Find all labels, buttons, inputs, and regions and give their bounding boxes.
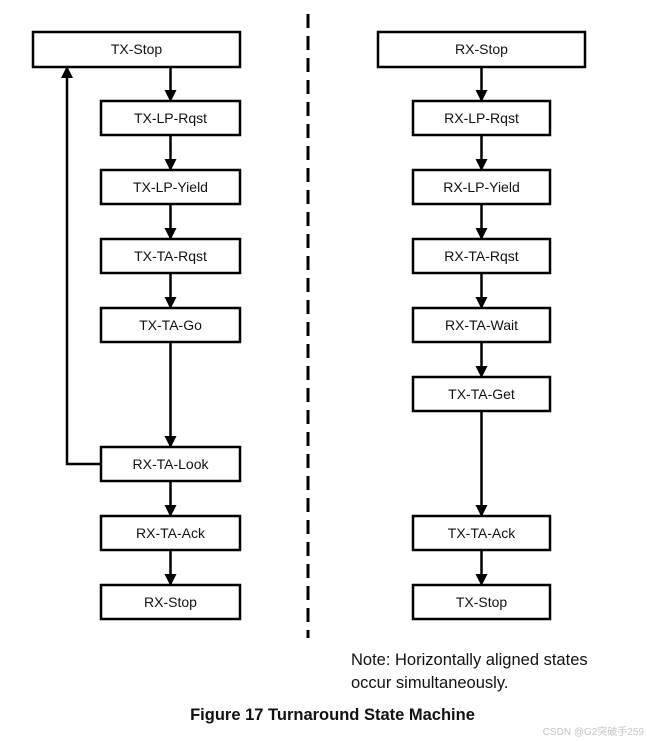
note-line-2: occur simultaneously. xyxy=(351,674,509,692)
state-label: RX-TA-Wait xyxy=(445,317,518,333)
state-label: RX-LP-Yield xyxy=(443,179,520,195)
state-label: RX-TA-Rqst xyxy=(444,248,519,264)
state-right-tx-ta-get: TX-TA-Get xyxy=(411,375,552,413)
state-label: RX-LP-Rqst xyxy=(444,110,519,126)
state-left-rx-ta-look: RX-TA-Look xyxy=(99,445,242,483)
state-left-tx-lp-yield: TX-LP-Yield xyxy=(99,168,242,206)
state-right-rx-ta-rqst: RX-TA-Rqst xyxy=(411,237,552,275)
state-label: TX-Stop xyxy=(456,594,508,610)
state-left-rx-ta-ack: RX-TA-Ack xyxy=(99,514,242,552)
state-label: TX-TA-Rqst xyxy=(134,248,207,264)
arrow-rx-ta-look-to-tx-stop-feedback xyxy=(61,66,101,466)
state-label: RX-TA-Look xyxy=(133,456,210,472)
figure-caption: Figure 17 Turnaround State Machine xyxy=(190,706,475,724)
state-right-tx-ta-ack: TX-TA-Ack xyxy=(411,514,552,552)
state-label: TX-Stop xyxy=(111,41,163,57)
state-right-rx-stop: RX-Stop xyxy=(376,30,587,69)
state-right-rx-lp-yield: RX-LP-Yield xyxy=(411,168,552,206)
state-label: RX-Stop xyxy=(144,594,197,610)
state-left-tx-stop: TX-Stop xyxy=(31,30,242,69)
state-label: TX-TA-Go xyxy=(139,317,202,333)
state-label: TX-TA-Get xyxy=(448,386,515,402)
state-left-tx-lp-rqst: TX-LP-Rqst xyxy=(99,99,242,137)
alignment-note: Note: Horizontally aligned states occur … xyxy=(351,649,641,695)
state-label: TX-TA-Ack xyxy=(448,525,516,541)
state-left-tx-ta-go: TX-TA-Go xyxy=(99,306,242,344)
state-right-tx-stop: TX-Stop xyxy=(411,583,552,621)
state-label: TX-LP-Rqst xyxy=(134,110,207,126)
state-label: RX-Stop xyxy=(455,41,508,57)
state-left-rx-stop: RX-Stop xyxy=(99,583,242,621)
state-right-rx-ta-wait: RX-TA-Wait xyxy=(411,306,552,344)
note-line-1: Note: Horizontally aligned states xyxy=(351,651,588,669)
csdn-watermark: CSDN @G2突破手259 xyxy=(542,727,644,738)
state-label: RX-TA-Ack xyxy=(136,525,206,541)
state-left-tx-ta-rqst: TX-TA-Rqst xyxy=(99,237,242,275)
state-right-rx-lp-rqst: RX-LP-Rqst xyxy=(411,99,552,137)
state-label: TX-LP-Yield xyxy=(133,179,208,195)
